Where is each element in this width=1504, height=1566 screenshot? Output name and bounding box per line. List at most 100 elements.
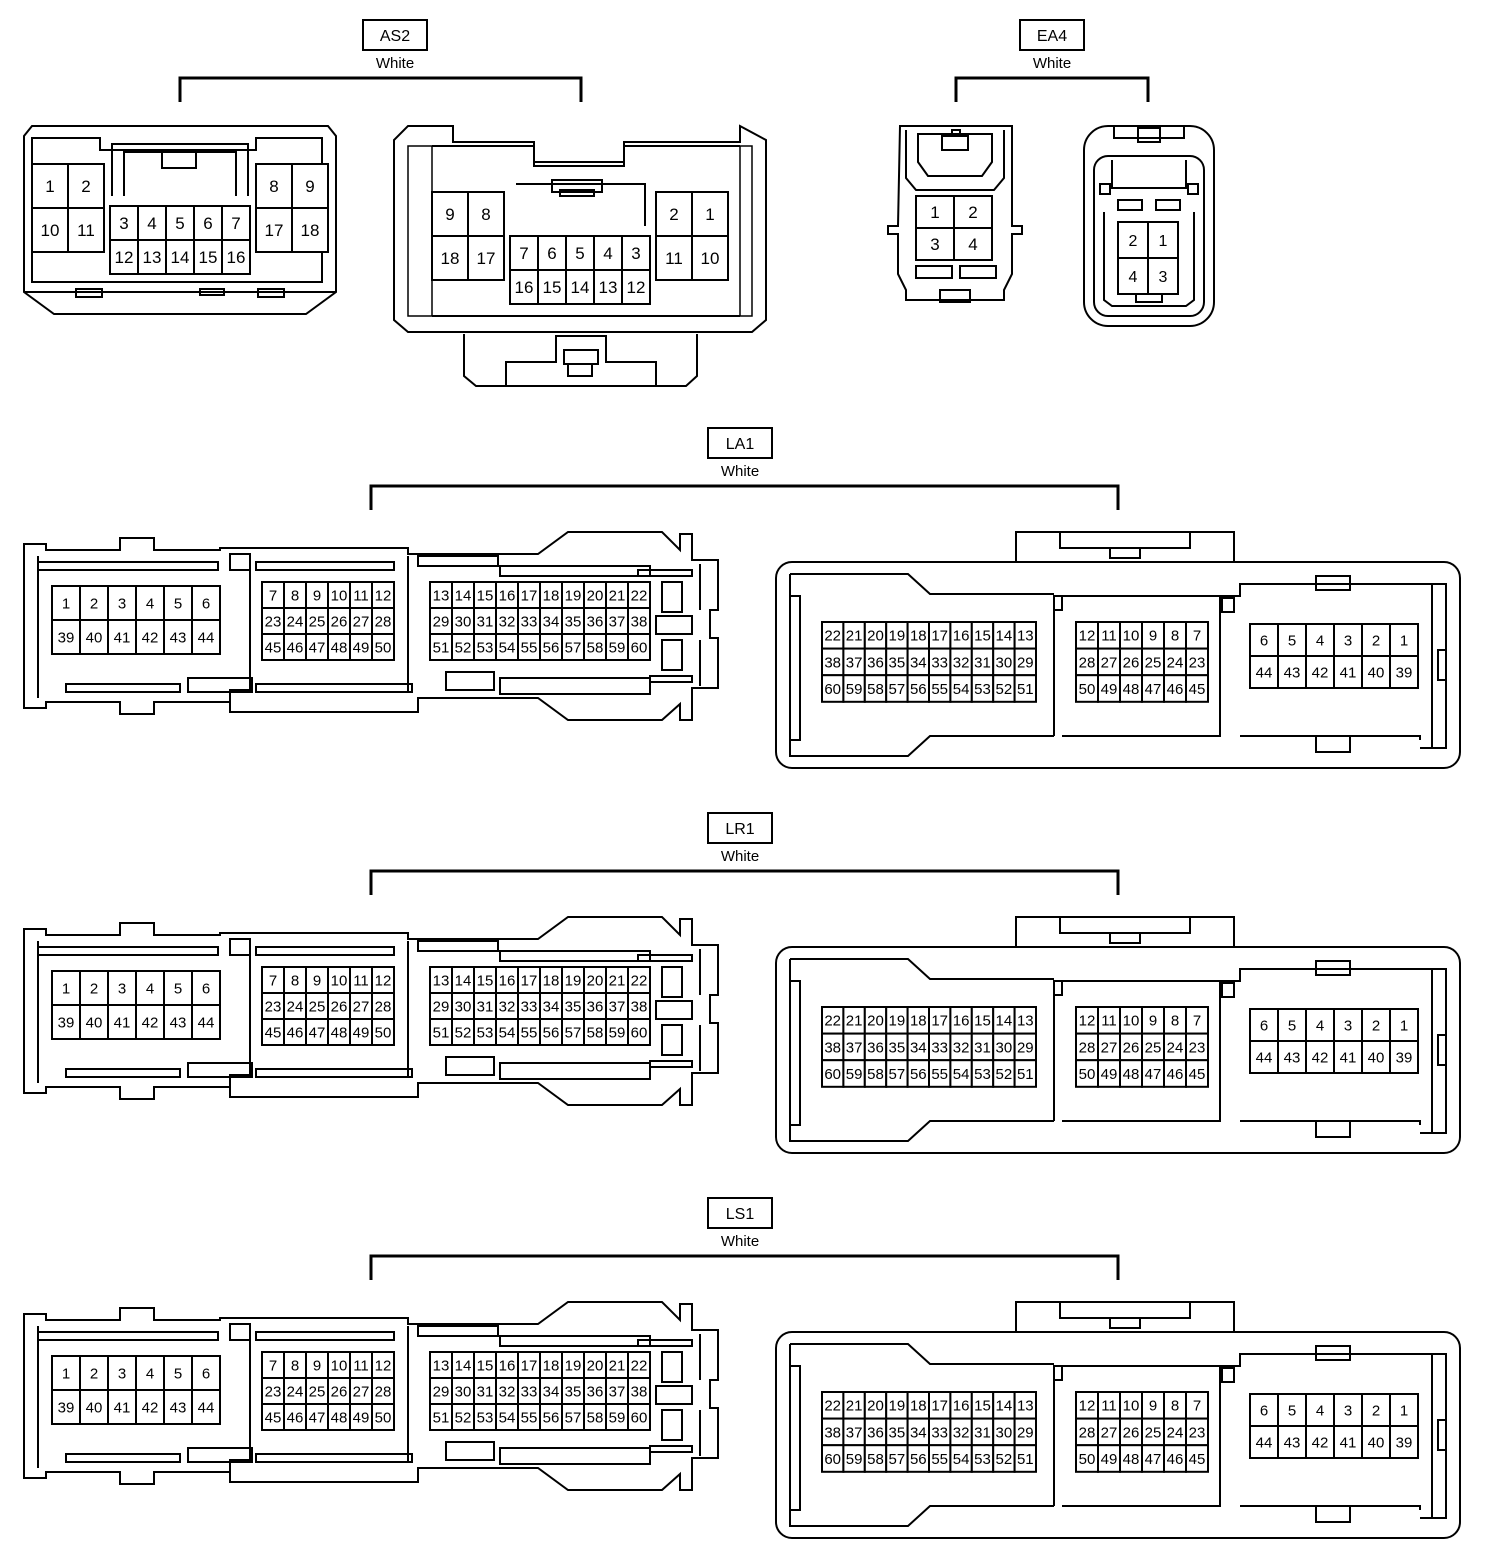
pin-number: 17 [521, 587, 538, 604]
pin-cell [1361, 1040, 1391, 1074]
pin-cell [107, 619, 137, 655]
pin-number: 6 [202, 980, 210, 997]
pin-cell [163, 1389, 193, 1425]
pin-number: 17 [931, 1398, 948, 1415]
pin-number: 30 [996, 654, 1013, 671]
pin-number: 43 [1284, 1434, 1301, 1451]
pin-number: 37 [609, 998, 626, 1015]
pin-cell [137, 205, 167, 241]
pin-number: 12 [115, 248, 134, 267]
pin-number: 25 [1145, 1039, 1162, 1056]
pin-number: 5 [174, 595, 182, 612]
pin-number: 6 [547, 244, 556, 263]
pin-number: 16 [953, 1013, 970, 1030]
pin-number: 21 [609, 587, 626, 604]
pin-cell [1277, 1425, 1307, 1459]
ea4-right-housing [1083, 125, 1215, 327]
connector-id-box [362, 19, 428, 51]
pin-number: 33 [521, 1383, 538, 1400]
pin-number: 18 [441, 249, 460, 268]
pin-number: 22 [824, 1013, 841, 1030]
pin-number: 47 [1145, 1451, 1162, 1468]
pin-number: 5 [174, 980, 182, 997]
pin-number: 36 [867, 1424, 884, 1441]
left-housing [23, 1301, 719, 1491]
pin-cell [627, 633, 651, 661]
pin-number: 15 [477, 1357, 494, 1374]
pin-number: 22 [824, 628, 841, 645]
pin-number: 44 [1256, 664, 1273, 681]
pin-number: 13 [143, 248, 162, 267]
pin-number: 46 [287, 1409, 304, 1426]
pair-bracket [954, 76, 1150, 102]
pin-number: 25 [309, 613, 326, 630]
pin-number: 56 [543, 639, 560, 656]
pair-bracket [369, 1254, 1120, 1280]
connector-color-label: White [721, 463, 759, 480]
connector-id-label: LS1 [726, 1206, 755, 1223]
pin-number: 43 [170, 629, 187, 646]
pin-cell [1147, 257, 1179, 295]
pin-number: 16 [515, 278, 534, 297]
as2-left-housing [23, 125, 337, 315]
pin-number: 30 [455, 1383, 472, 1400]
pin-number: 34 [910, 1039, 927, 1056]
pin-number: 30 [455, 613, 472, 630]
pin-cell [107, 1004, 137, 1040]
pin-number: 39 [1396, 1049, 1413, 1066]
pin-number: 9 [1149, 1398, 1157, 1415]
pin-number: 59 [609, 1409, 626, 1426]
pin-cell [165, 239, 195, 275]
pin-number: 33 [521, 998, 538, 1015]
pin-cell [565, 269, 595, 305]
pin-number: 39 [58, 629, 75, 646]
as2-right-housing [393, 124, 767, 387]
pin-number: 29 [1017, 1424, 1034, 1441]
pin-number: 3 [1344, 1017, 1352, 1034]
pin-number: 33 [931, 1039, 948, 1056]
pin-number: 33 [931, 1424, 948, 1441]
pin-number: 45 [265, 1409, 282, 1426]
pin-number: 40 [86, 1014, 103, 1031]
pair-bracket [369, 484, 1120, 510]
pin-number: 11 [353, 1357, 369, 1374]
pin-number: 16 [499, 1357, 516, 1374]
pin-number: 37 [846, 654, 863, 671]
pin-number: 55 [931, 681, 948, 698]
pin-number: 36 [587, 613, 604, 630]
pin-number: 4 [603, 244, 612, 263]
pin-cell [467, 191, 505, 237]
pin-number: 57 [565, 639, 582, 656]
pin-number: 23 [1189, 1039, 1206, 1056]
pin-number: 3 [631, 244, 640, 263]
pin-cell [1389, 1425, 1419, 1459]
pin-number: 4 [147, 214, 156, 233]
pin-number: 31 [477, 1383, 494, 1400]
pin-number: 19 [889, 1013, 906, 1030]
pin-number: 30 [996, 1039, 1013, 1056]
pin-cell [565, 235, 595, 271]
pin-number: 9 [313, 587, 321, 604]
pin-number: 1 [62, 1365, 70, 1382]
pin-number: 44 [1256, 1049, 1273, 1066]
pin-number: 10 [1123, 628, 1140, 645]
pin-number: 16 [499, 587, 516, 604]
connector-id-box [707, 1197, 773, 1229]
pin-cell [627, 1403, 651, 1431]
pin-number: 52 [996, 1451, 1013, 1468]
pin-number: 10 [331, 587, 348, 604]
pin-number: 36 [867, 1039, 884, 1056]
pin-number: 24 [1167, 654, 1184, 671]
pin-cell [163, 1004, 193, 1040]
pin-number: 23 [1189, 1424, 1206, 1441]
pin-cell [67, 207, 105, 253]
pin-cell [1389, 1393, 1419, 1427]
pin-cell [1185, 1444, 1209, 1473]
pin-number: 13 [1017, 628, 1034, 645]
pin-number: 44 [1256, 1434, 1273, 1451]
pin-number: 29 [1017, 654, 1034, 671]
pin-cell [193, 205, 223, 241]
pin-number: 21 [846, 1398, 863, 1415]
pin-number: 11 [1101, 628, 1117, 645]
pin-number: 7 [269, 972, 277, 989]
